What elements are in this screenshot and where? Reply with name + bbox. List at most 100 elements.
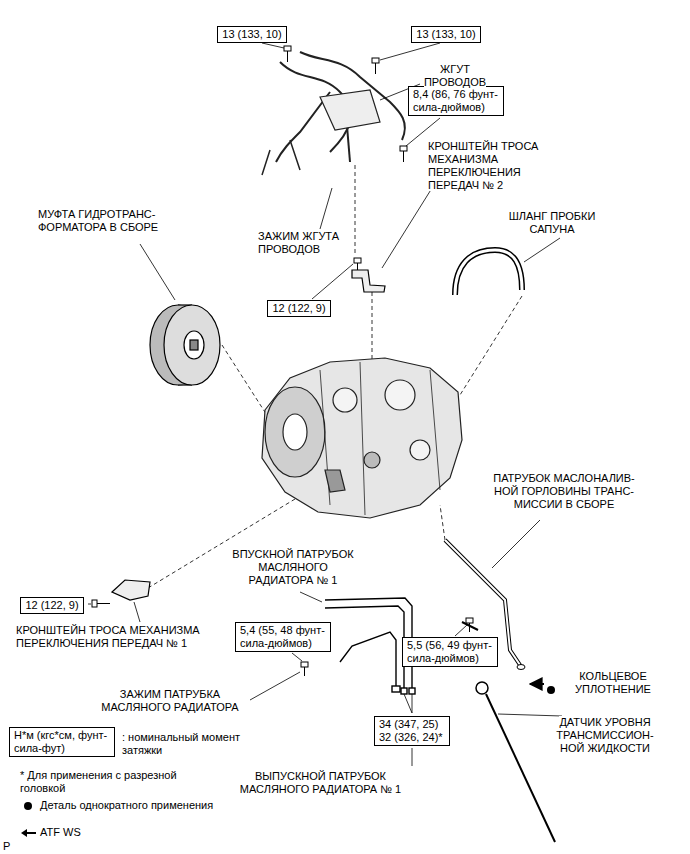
torque-box: 34 (347, 25) 32 (326, 24)*: [374, 716, 450, 746]
part-name: МУФТА ГИДРОТРАНС- ФОРМАТОРА В СБОРЕ: [38, 208, 158, 233]
bolt: [400, 146, 407, 151]
part-name-box: КРОНШТЕЙН ТРОСА МЕХАНИЗМА ПЕРЕКЛЮЧЕНИЯ П…: [428, 140, 554, 192]
part-name: ДАТЧИК УРОВНЯ ТРАНСМИССИОН- НОЙ ЖИДКОСТИ: [556, 716, 653, 754]
part-name-box: ЖГУТ ПРОВОДОВ: [418, 63, 492, 89]
torque-box: 8,4 (86, 76 фунт-сила-дюймов): [408, 86, 504, 116]
bolt: [301, 662, 308, 667]
wire-harness: [262, 140, 300, 175]
assembly-line: [148, 165, 522, 588]
bolt: [92, 46, 473, 676]
torque-value: 8,4 (86, 76 фунт-сила-дюймов): [413, 88, 499, 114]
part-name: ВЫПУСКНОЙ ПАТРУБОК МАСЛЯНОГО РАДИАТОРА №…: [240, 770, 401, 795]
leader-line: [300, 592, 322, 602]
leader-line: [382, 188, 432, 268]
legend-text: ATF WS: [40, 826, 81, 838]
transaxle: [410, 440, 430, 460]
torque-box: 12 (122, 9): [20, 597, 83, 614]
leader-line: [292, 653, 302, 661]
bolt: [354, 258, 361, 263]
legend-dot: [20, 799, 38, 812]
part-name-box: МУФТА ГИДРОТРАНС- ФОРМАТОРА В СБОРЕ: [38, 208, 178, 234]
atf-arrow: [530, 683, 544, 685]
assembly-line: [460, 296, 522, 395]
part-name: ПАТРУБОК МАСЛОНАЛИВ- НОЙ ГОРЛОВИНЫ ТРАНС…: [493, 472, 635, 510]
assembly-line: [222, 345, 270, 420]
bolt: [375, 63, 376, 74]
part-name-box: ЗАЖИМ ЖГУТА ПРОВОДОВ: [258, 230, 373, 256]
torque-converter: [190, 340, 198, 350]
transaxle: [333, 388, 357, 412]
leader-line: [380, 43, 440, 60]
part-name-box: ЗАЖИМ ПАТРУБКА МАСЛЯНОГО РАДИАТОРА: [90, 688, 250, 714]
transaxle: [364, 452, 380, 468]
part-name-box: КОЛЬЦЕВОЕ УПЛОТНЕНИЕ: [558, 670, 668, 696]
torque-value: 12 (122, 9): [272, 302, 325, 315]
oil-cooler-pipe: [340, 632, 396, 688]
leader-line: [498, 714, 562, 716]
part-name: ЗАЖИМ ПАТРУБКА МАСЛЯНОГО РАДИАТОРА: [101, 688, 238, 713]
part-name-box: ДАТЧИК УРОВНЯ ТРАНСМИССИОН- НОЙ ЖИДКОСТИ: [545, 716, 665, 755]
legend-text: Деталь однократного применения: [40, 799, 213, 811]
transaxle: [262, 358, 462, 518]
breather-hose: [455, 250, 522, 295]
leader-line: [320, 188, 332, 229]
bolt: [403, 151, 404, 162]
figure-code-box: P: [3, 840, 23, 853]
footnote-box: * Для применения с разрезной головкой: [20, 769, 210, 795]
torque-box: 13 (133, 10): [217, 26, 286, 43]
figure-code: P: [3, 840, 10, 852]
transaxle: [320, 362, 440, 515]
transaxle: [265, 387, 325, 477]
breather-hose: [455, 250, 522, 295]
torque-box: Н*м (кгс*см, фунт-сила-фут): [9, 727, 115, 757]
filler-tube: [517, 665, 525, 670]
legend-item: Деталь однократного применения: [40, 799, 213, 812]
torque-value: 12 (122, 9): [25, 599, 78, 612]
part-name-box: ВЫПУСКНОЙ ПАТРУБОК МАСЛЯНОГО РАДИАТОРА №…: [228, 770, 413, 796]
oil-cooler-pipe: [392, 686, 400, 692]
cable-bracket: [352, 270, 385, 292]
leader-line: [88, 604, 91, 605]
single-use-dot: [547, 686, 555, 694]
part-name: КРОНШТЕЙН ТРОСА МЕХАНИЗМА ПЕРЕКЛЮЧЕНИЯ П…: [428, 140, 538, 191]
legend-dot: [24, 802, 32, 810]
assembly-line: [372, 292, 373, 360]
bolt: [372, 58, 379, 63]
leader-line: [404, 694, 412, 713]
bolt: [92, 600, 97, 607]
transaxle: [262, 358, 462, 518]
part-name: ЗАЖИМ ЖГУТА ПРОВОДОВ: [258, 230, 339, 255]
legend-note-box: : номинальный момент затяжки: [122, 731, 257, 757]
part-name-box: ШЛАНГ ПРОБКИ САПУНА: [497, 210, 607, 236]
part-name: КОЛЬЦЕВОЕ УПЛОТНЕНИЕ: [575, 670, 651, 695]
oil-cooler-pipe: [401, 688, 407, 694]
cable-bracket: [112, 580, 150, 600]
torque-box: 13 (133, 10): [411, 26, 480, 43]
part-name: ЖГУТ ПРОВОДОВ: [424, 63, 486, 88]
leader-line: [492, 520, 540, 568]
wire-harness: [320, 90, 380, 130]
torque-box: 5,5 (56, 49 фунт-сила-дюймов): [402, 637, 498, 667]
part-name-box: ВПУСКНОЙ ПАТРУБОК МАСЛЯНОГО РАДИАТОРА № …: [229, 548, 357, 587]
leader-line: [262, 43, 284, 48]
leader-line: [412, 748, 413, 766]
leader-line: [134, 602, 140, 622]
legend-arrow: [20, 826, 38, 839]
transaxle: [283, 414, 307, 450]
level-gauge: [476, 682, 488, 694]
transaxle: [325, 470, 345, 492]
leader-line: [412, 694, 413, 713]
atf-arrow: [530, 684, 555, 694]
cable-bracket: [352, 270, 385, 292]
bolt: [97, 603, 110, 604]
bolt: [466, 618, 473, 623]
torque-value: 5,4 (55, 48 фунт-сила-дюймов): [240, 624, 326, 650]
part-name: ШЛАНГ ПРОБКИ САПУНА: [509, 210, 596, 235]
legend-item: ATF WS: [40, 826, 81, 839]
torque-converter: [150, 305, 220, 385]
oil-cooler-pipe: [409, 688, 415, 694]
oil-cooler-pipe: [325, 598, 412, 690]
torque-value: 13 (133, 10): [416, 28, 475, 41]
leader-line: [88, 43, 562, 766]
